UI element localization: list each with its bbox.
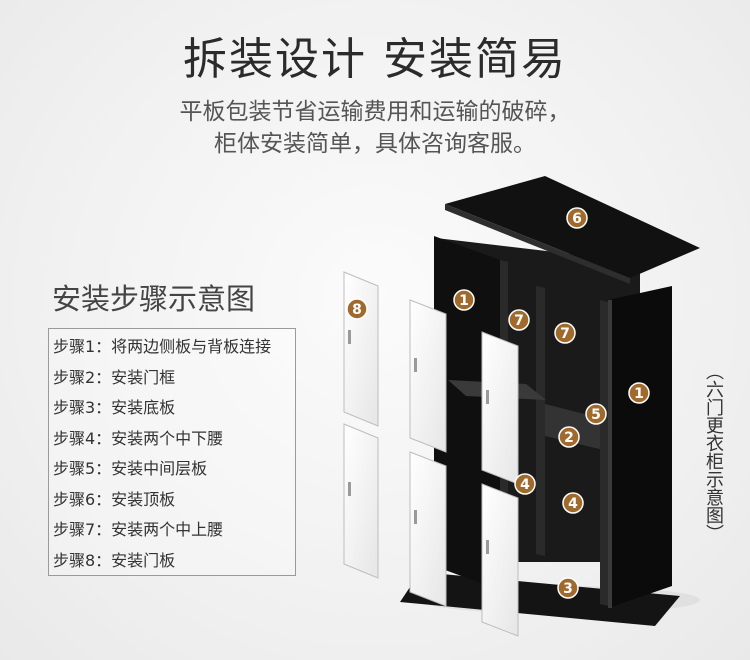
page-title: 拆装设计 安装简易: [183, 34, 567, 85]
badge: 4: [514, 473, 536, 495]
step-item: 步骤2：安装门框: [53, 367, 176, 387]
badge-label: 1: [634, 386, 644, 402]
door-handle: [414, 510, 417, 524]
badge-label: 8: [352, 302, 362, 318]
step-item: 步骤8：安装门板: [53, 550, 176, 570]
badge: 3: [557, 577, 579, 599]
door-panel-group: [343, 271, 519, 637]
page-subtitle: 平板包装节省运输费用和运输的破碎， 柜体安装简单，具体咨询客服。: [0, 96, 750, 160]
badge: 2: [558, 426, 580, 448]
right-side-panel-edge: [608, 300, 612, 608]
door-handle: [414, 358, 417, 372]
badge: 7: [554, 322, 576, 344]
door-panel: [409, 299, 447, 453]
door-handle: [486, 540, 489, 554]
badge-label: 4: [568, 496, 578, 512]
subtitle-line-1: 平板包装节省运输费用和运输的破碎，: [179, 99, 571, 125]
badge: 5: [585, 403, 607, 425]
steps-list: 步骤1：将两边侧板与背板连接 步骤2：安装门框 步骤3：安装底板 步骤4：安装两…: [48, 328, 296, 576]
door-panel: [481, 331, 519, 485]
door-panel: [343, 423, 379, 579]
badge-label: 6: [572, 211, 582, 227]
door-handle: [486, 390, 489, 404]
badge: 4: [562, 492, 584, 514]
badge-label: 7: [560, 326, 570, 342]
bottom-panel: [400, 572, 680, 626]
door-handle: [348, 482, 351, 496]
door-handle: [348, 330, 351, 344]
door-frame-right: [600, 300, 608, 606]
badge-label: 2: [564, 430, 574, 446]
top-panel-edge: [445, 204, 630, 284]
badge-label: 4: [520, 477, 530, 493]
badge-label: 5: [591, 407, 601, 423]
door-panel: [343, 271, 379, 427]
step-item: 步骤6：安装顶板: [53, 489, 176, 509]
side-note: （六门更衣柜示意图）: [703, 362, 724, 542]
badge-label: 7: [514, 313, 524, 329]
badge: 6: [566, 207, 588, 229]
step-item: 步骤1：将两边侧板与背板连接: [53, 337, 272, 356]
badge: 1: [628, 382, 650, 404]
badge-label: 1: [459, 293, 469, 309]
subtitle-line-2: 柜体安装简单，具体咨询客服。: [214, 131, 536, 157]
step-item: 步骤4：安装两个中下腰: [53, 428, 224, 448]
badge: 1: [453, 289, 475, 311]
steps-title: 安装步骤示意图: [52, 282, 256, 316]
badge: 8: [346, 298, 368, 320]
step-item: 步骤3：安装底板: [53, 398, 176, 417]
step-item: 步骤7：安装两个中上腰: [53, 520, 224, 539]
door-panel: [409, 451, 447, 607]
step-item: 步骤5：安装中间层板: [53, 459, 208, 478]
middle-divider: [536, 286, 545, 556]
badge-label: 3: [563, 581, 573, 597]
badge: 7: [508, 309, 530, 331]
door-panel: [481, 483, 519, 637]
right-side-panel: [608, 286, 672, 608]
